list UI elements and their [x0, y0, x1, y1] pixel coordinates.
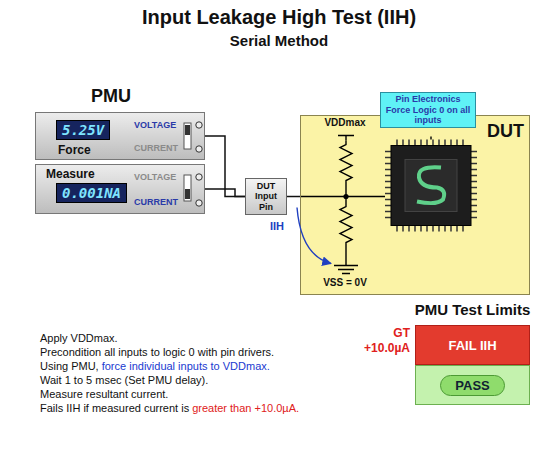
- wire: [205, 189, 245, 197]
- voltage-display: 5.25V: [56, 120, 110, 140]
- note-line: Precondition all inputs to logic 0 with …: [40, 346, 274, 358]
- title: Input Leakage High Test (IIH): [0, 6, 558, 29]
- unit-label: Measure: [46, 167, 95, 181]
- supply-label: VDDmax: [324, 117, 365, 128]
- dut-board: DUT: [300, 115, 530, 295]
- note-line: force individual inputs to VDDmax.: [102, 360, 270, 372]
- mode-label: CURRENT: [134, 143, 178, 153]
- band-label: PASS: [440, 375, 504, 396]
- board-label: DUT: [487, 121, 524, 142]
- note-line: Measure resultant current.: [40, 388, 168, 400]
- wire: [205, 136, 245, 197]
- wire: [287, 196, 300, 198]
- subtitle: Serial Method: [230, 32, 328, 49]
- note-line: Apply VDDmax.: [40, 332, 118, 344]
- box-label: DUT Input Pin: [248, 181, 284, 212]
- note-line: Using PMU,: [40, 360, 99, 372]
- band-label: FAIL IIH: [448, 338, 496, 353]
- limits-heading: PMU Test Limits: [415, 301, 531, 318]
- mode-label: VOLTAGE: [134, 172, 176, 182]
- pass-band: PASS: [415, 365, 530, 405]
- callout-box: Pin Electronics Force Logic 0 on all inp…: [380, 92, 476, 128]
- input-pin-box: DUT Input Pin: [245, 178, 287, 215]
- mode-label: VOLTAGE: [134, 120, 176, 130]
- fail-band: PMU Test LimitsFAIL IIH: [415, 325, 530, 365]
- current-display: 0.001NA: [56, 183, 127, 203]
- ground-label: VSS = 0V: [323, 277, 367, 288]
- note-line: greater than +10.0µA.: [192, 402, 299, 414]
- unit-label: Force: [58, 143, 91, 157]
- instrument-title: PMU: [91, 86, 131, 107]
- mode-label: CURRENT: [134, 197, 178, 207]
- current-label: IIH: [270, 220, 284, 232]
- illustration: [301, 116, 529, 294]
- limit-value: +10.0µA: [364, 341, 410, 355]
- pmu-measure-unit: Measure 0.001NA VOLTAGE CURRENT: [35, 164, 205, 214]
- note-line: Fails IIH if measured current is: [40, 402, 189, 414]
- callout-text: Pin Electronics Force Logic 0 on all inp…: [384, 94, 472, 125]
- note-line: Wait 1 to 5 msec (Set PMU delay).: [40, 374, 208, 386]
- pmu-force-unit: PMU5.25VVOLTAGEForceCURRENT: [35, 112, 205, 160]
- limit-value: GT: [393, 326, 410, 340]
